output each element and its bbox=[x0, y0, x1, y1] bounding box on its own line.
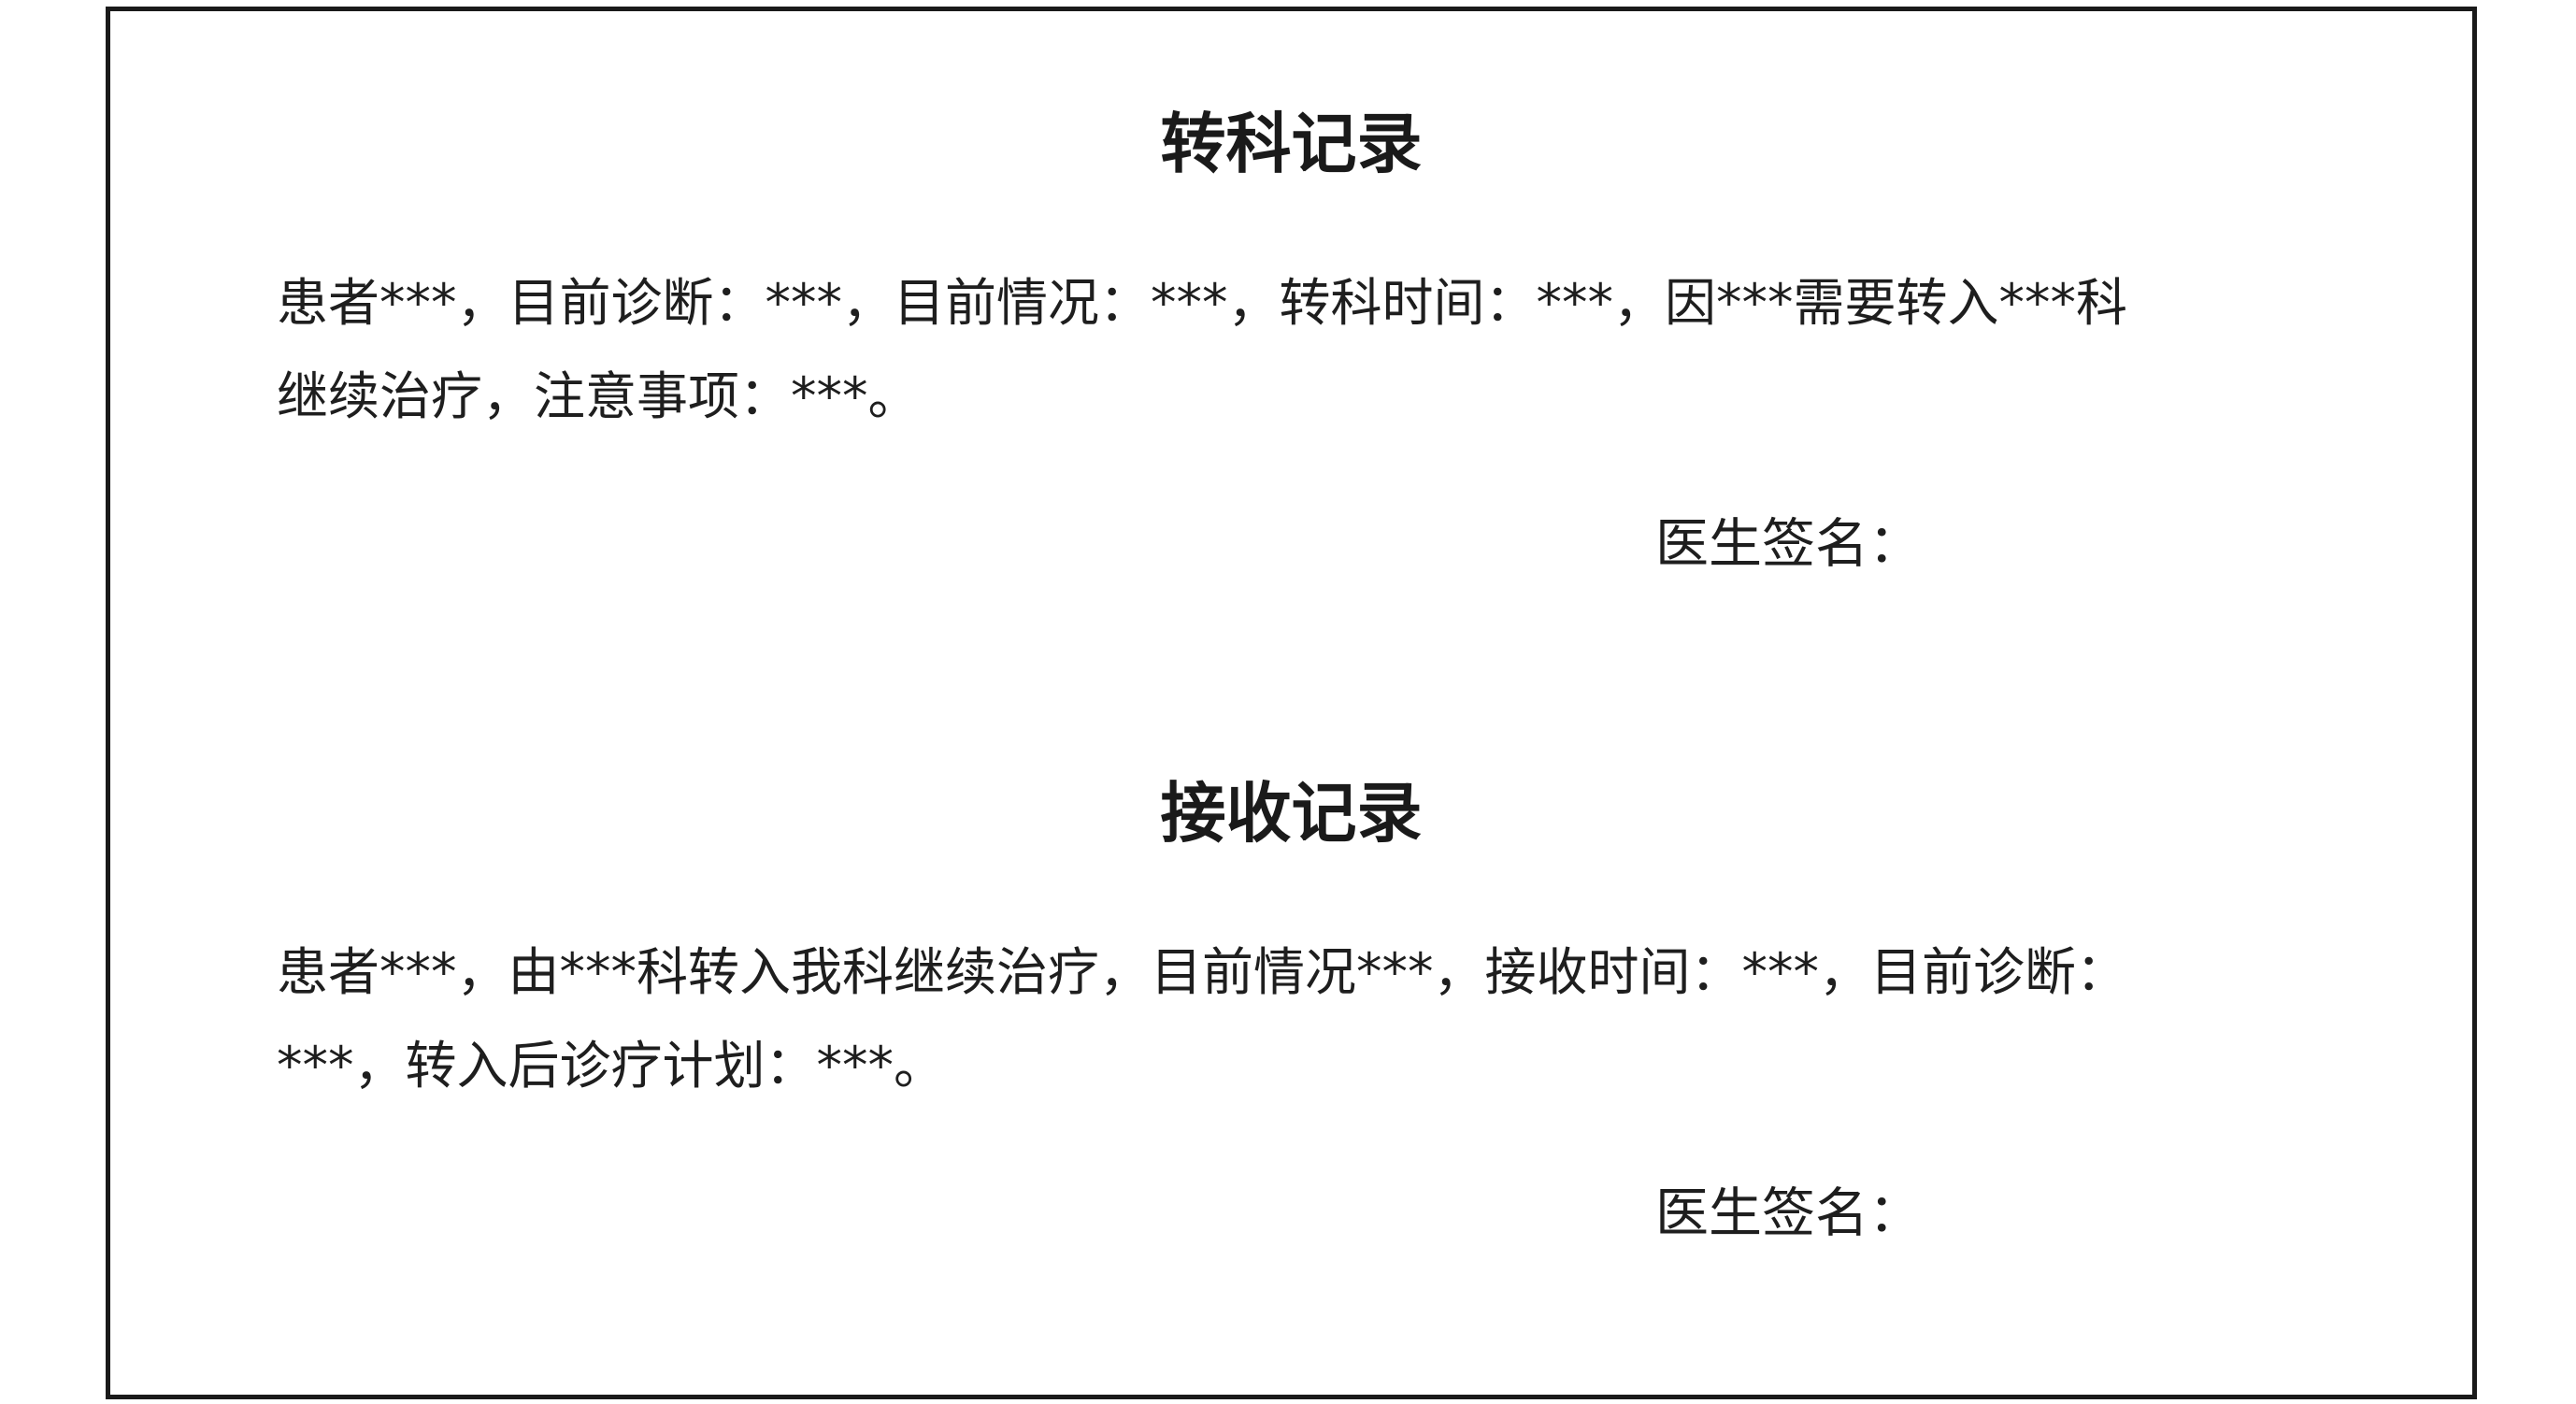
document-frame: 转科记录 患者***，目前诊断：***，目前情况：***，转科时间：***，因*… bbox=[106, 7, 2477, 1399]
transfer-in-line-2: ***，转入后诊疗计划：***。 bbox=[277, 1036, 946, 1096]
transfer-in-line-1: 患者***，由***科转入我科继续治疗，目前情况***，接收时间：***，目前诊… bbox=[277, 942, 2128, 1002]
transfer-out-signature-label: 医生签名： bbox=[1655, 513, 1922, 575]
transfer-in-record: 接收记录 患者***，由***科转入我科继续治疗，目前情况***，接收时间：**… bbox=[110, 766, 2472, 1244]
transfer-out-body: 患者***，目前诊断：***，目前情况：***，转科时间：***，因***需要转… bbox=[277, 256, 2333, 443]
transfer-out-record: 转科记录 患者***，目前诊断：***，目前情况：***，转科时间：***，因*… bbox=[110, 97, 2472, 575]
transfer-in-title: 接收记录 bbox=[1160, 775, 1423, 852]
transfer-in-body: 患者***，由***科转入我科继续治疗，目前情况***，接收时间：***，目前诊… bbox=[277, 925, 2333, 1112]
transfer-out-line-2: 继续治疗，注意事项：***。 bbox=[277, 366, 920, 426]
transfer-out-title: 转科记录 bbox=[1160, 106, 1423, 182]
transfer-in-signature-label: 医生签名： bbox=[1655, 1182, 1922, 1244]
transfer-out-line-1: 患者***，目前诊断：***，目前情况：***，转科时间：***，因***需要转… bbox=[277, 273, 2128, 333]
